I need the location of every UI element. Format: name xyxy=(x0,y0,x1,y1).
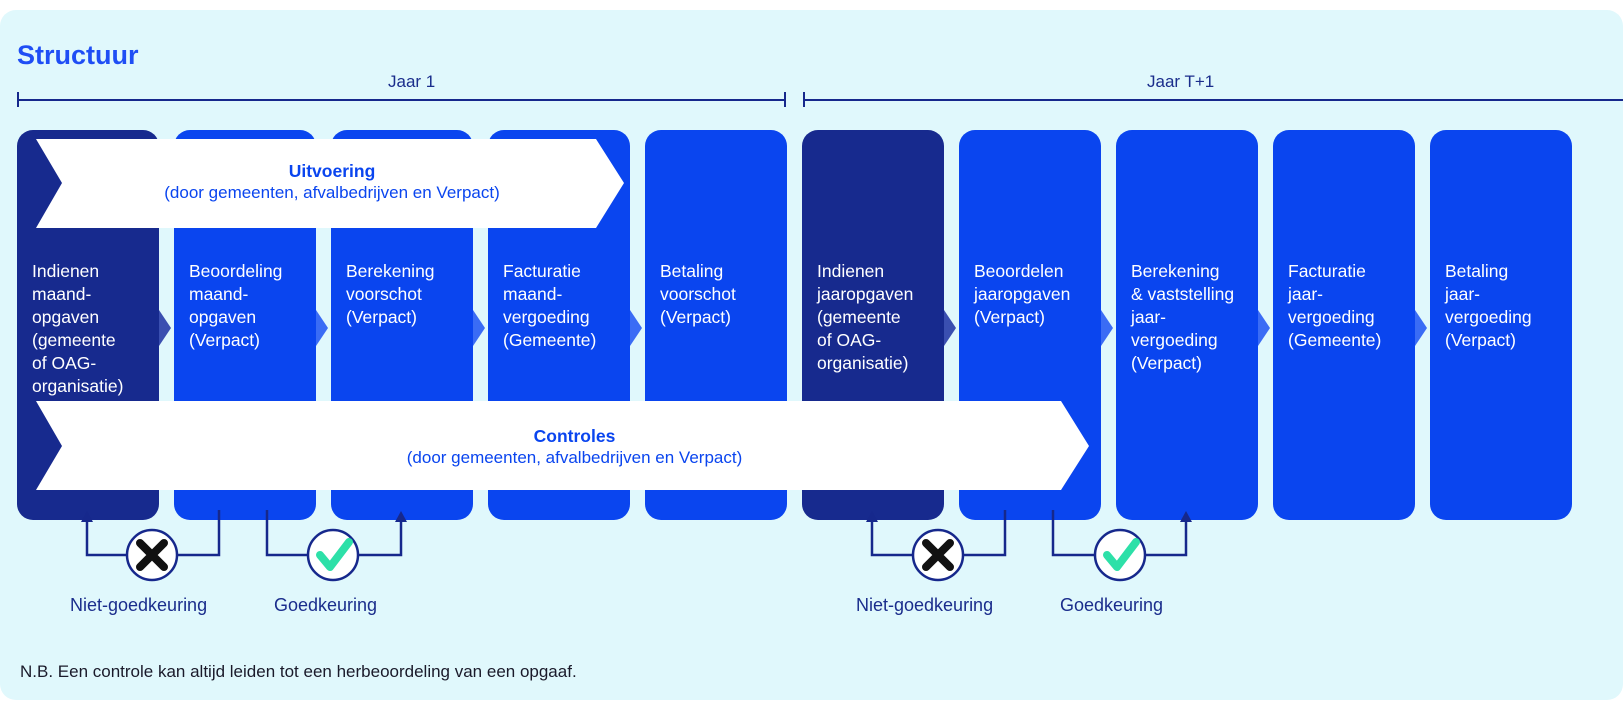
controls-banner-subtitle: (door gemeenten, afvalbedrijven en Verpa… xyxy=(406,448,743,467)
step-box-pay-annual xyxy=(1430,130,1572,520)
step-label-calc-annual: Berekening & vaststelling jaar- vergoedi… xyxy=(1131,261,1235,373)
diagram-overlay xyxy=(36,139,1192,582)
execution-banner-text: Uitvoering (door gemeenten, afvalbedrijv… xyxy=(62,160,602,204)
flow-chevron xyxy=(630,310,642,346)
step-label-invoice-monthly: Facturatie maand- vergoeding (Gemeente) xyxy=(503,261,597,350)
rejection-loop-year-t1 xyxy=(870,510,1007,557)
arrowhead-icon xyxy=(395,511,407,522)
rejection-label-year-t1: Niet-goedkeuring xyxy=(856,595,994,615)
timeline-bar-year-1 xyxy=(17,99,785,101)
diagram-title: Structuur xyxy=(17,40,139,70)
step-label-calc-advance: Berekening voorschot (Verpact) xyxy=(346,261,435,327)
timeline-bar-year-t1 xyxy=(803,99,1623,101)
step-label-submit-monthly: Indienen maand- opgaven (gemeente of OAG… xyxy=(32,261,124,396)
execution-banner-title: Uitvoering xyxy=(288,161,376,181)
controls-banner-text: Controles (door gemeenten, afvalbedrijve… xyxy=(62,425,1087,469)
step-box-invoice-annual xyxy=(1273,130,1415,520)
controls-banner-title: Controles xyxy=(533,426,616,446)
step-label-invoice-annual: Facturatie jaar- vergoeding (Gemeente) xyxy=(1288,261,1382,350)
approval-loop-year-t1 xyxy=(1051,510,1188,557)
period-label-year-1: Jaar 1 xyxy=(388,72,436,91)
step-label-pay-annual: Betaling jaar- vergoeding (Verpact) xyxy=(1445,261,1532,350)
approval-check-icon xyxy=(1093,528,1147,582)
rejection-cross-icon xyxy=(911,528,965,582)
arrowhead-icon xyxy=(866,511,878,522)
step-label-assess-annual: Beoordelen jaaropgaven (Verpact) xyxy=(974,261,1071,327)
flow-chevron xyxy=(473,310,485,346)
approval-check-icon xyxy=(306,528,360,582)
flow-chevron xyxy=(1101,310,1113,346)
footnote: N.B. Een controle kan altijd leiden tot … xyxy=(20,662,577,681)
diagram-panel: Structuur Jaar 1 Jaar T+1 Indienen maand… xyxy=(0,10,1623,700)
execution-banner-subtitle: (door gemeenten, afvalbedrijven en Verpa… xyxy=(164,183,500,202)
rejection-label-year-1: Niet-goedkeuring xyxy=(70,595,208,615)
approval-loop-year-1 xyxy=(265,510,403,557)
rejection-loop-year-1 xyxy=(85,510,221,557)
period-label-year-t1: Jaar T+1 xyxy=(1147,72,1215,91)
step-label-pay-advance: Betaling voorschot (Verpact) xyxy=(660,261,736,327)
rejection-cross-icon xyxy=(125,528,179,582)
flow-chevron xyxy=(316,310,328,346)
timeline-tick xyxy=(803,92,805,107)
flow-chevron xyxy=(159,310,171,346)
approval-label-year-t1: Goedkeuring xyxy=(1060,595,1164,615)
flow-chevron xyxy=(1258,310,1270,346)
arrowhead-icon xyxy=(81,511,93,522)
controls-banner-arrow xyxy=(36,401,1089,490)
step-box-calc-annual xyxy=(1116,130,1258,520)
execution-banner-arrow xyxy=(36,139,624,228)
arrowhead-icon xyxy=(1180,511,1192,522)
timeline-tick xyxy=(784,92,786,107)
step-label-assess-monthly: Beoordeling maand- opgaven (Verpact) xyxy=(189,261,283,350)
step-label-submit-annual: Indienen jaaropgaven (gemeente of OAG- o… xyxy=(817,261,914,373)
timeline-tick xyxy=(17,92,19,107)
flow-chevron xyxy=(1415,310,1427,346)
flow-chevron xyxy=(944,310,956,346)
approval-label-year-1: Goedkeuring xyxy=(274,595,378,615)
